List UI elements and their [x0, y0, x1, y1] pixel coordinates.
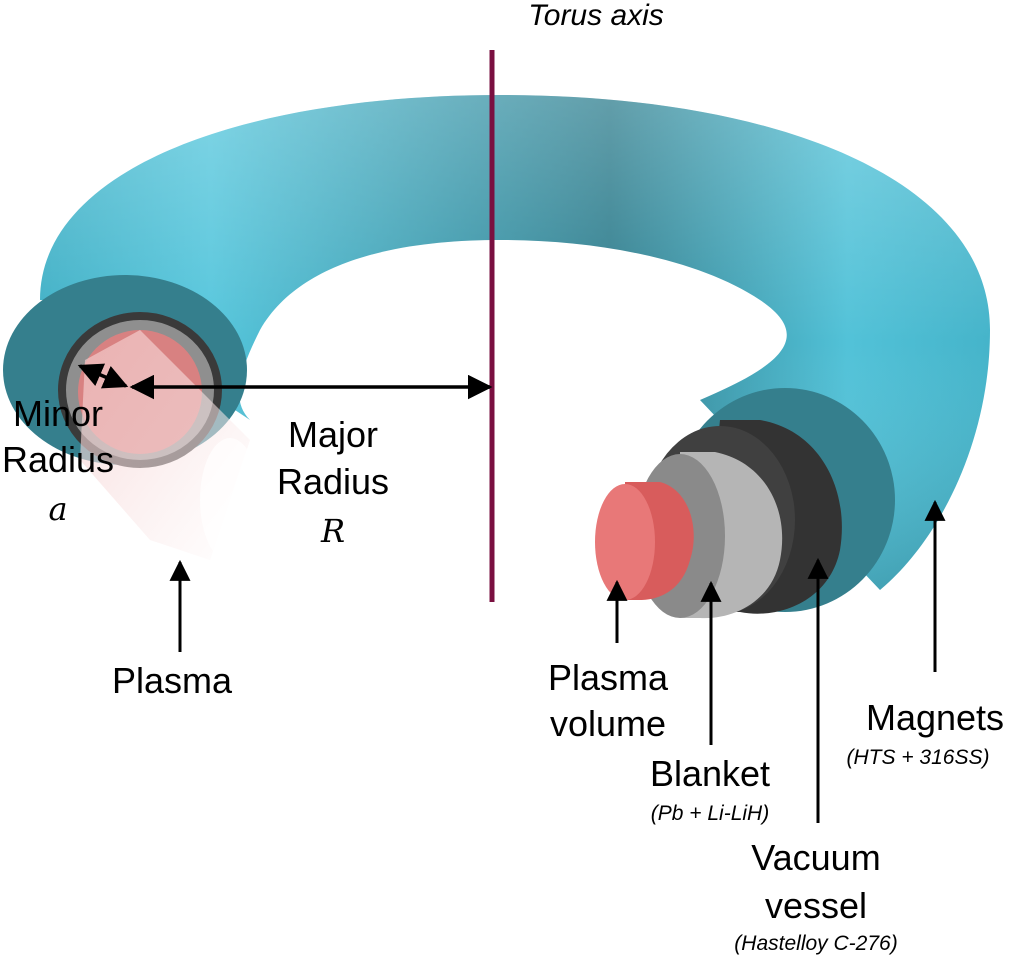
plasma-label: Plasma: [112, 660, 233, 701]
magnets-material: (HTS + 316SS): [847, 746, 990, 769]
major-radius-label-line2: Radius: [277, 461, 389, 502]
right-plasma-face: [595, 484, 655, 600]
torus-axis-label: Torus axis: [528, 0, 664, 32]
vacuum-vessel-line1: Vacuum: [751, 837, 880, 878]
major-radius-label-line1: Major: [288, 414, 378, 455]
minor-radius-symbol: a: [48, 490, 67, 528]
blanket-label: Blanket: [650, 753, 770, 794]
minor-radius-label-line2: Radius: [2, 439, 114, 480]
blanket-material: (Pb + Li-LiH): [651, 802, 769, 825]
major-radius-symbol: R: [320, 512, 345, 550]
magnets-label: Magnets: [866, 697, 1004, 738]
vacuum-vessel-line2: vessel: [765, 885, 867, 926]
minor-radius-arrow: [77, 363, 129, 389]
torus-magnets-body: [40, 95, 990, 590]
right-cross-section: [595, 388, 895, 619]
plasma-volume-line2: volume: [550, 703, 666, 744]
vacuum-vessel-material: (Hastelloy C-276): [734, 932, 897, 955]
minor-radius-label-line1: Minor: [13, 393, 103, 434]
plasma-volume-line1: Plasma: [548, 657, 669, 698]
